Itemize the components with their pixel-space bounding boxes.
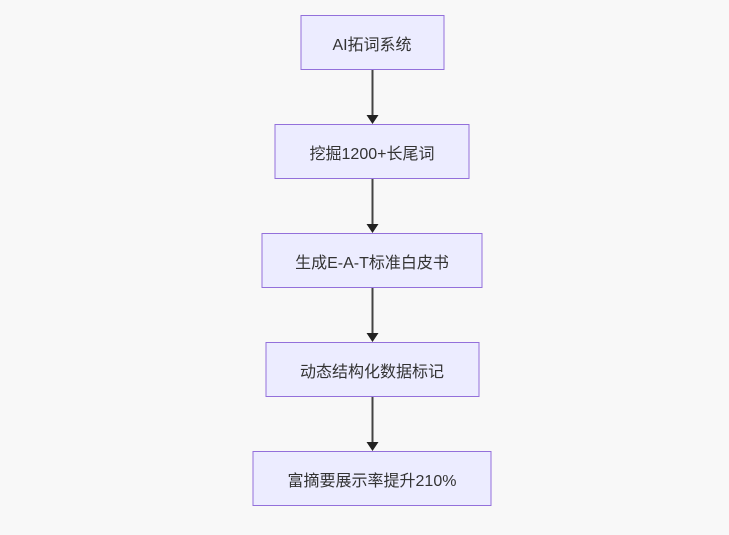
node-label: 挖掘1200+长尾词: [309, 145, 435, 163]
flowchart-node-structured-data-markup: 动态结构化数据标记: [265, 342, 479, 397]
arrow-line: [371, 397, 373, 442]
flowchart-node-rich-snippet-result: 富摘要展示率提升210%: [252, 451, 492, 506]
flowchart: AI拓词系统 挖掘1200+长尾词 生成E-A-T标准白皮书 动态结构化数据标记…: [252, 15, 492, 506]
flowchart-node-eat-whitepaper: 生成E-A-T标准白皮书: [261, 233, 483, 288]
flow-arrow-4: [366, 397, 378, 451]
arrow-line: [371, 179, 373, 224]
flowchart-node-ai-keyword-system: AI拓词系统: [300, 15, 444, 70]
arrowhead-down-icon: [366, 442, 378, 451]
flow-arrow-3: [366, 288, 378, 342]
arrowhead-down-icon: [366, 115, 378, 124]
node-label: 富摘要展示率提升210%: [287, 472, 457, 490]
node-label: 生成E-A-T标准白皮书: [295, 254, 449, 272]
flow-arrow-2: [366, 179, 378, 233]
node-label: AI拓词系统: [332, 36, 412, 54]
flowchart-node-longtail-mining: 挖掘1200+长尾词: [274, 124, 470, 179]
node-label: 动态结构化数据标记: [299, 363, 444, 381]
arrow-line: [371, 70, 373, 115]
arrowhead-down-icon: [366, 224, 378, 233]
arrow-line: [371, 288, 373, 333]
flow-arrow-1: [366, 70, 378, 124]
arrowhead-down-icon: [366, 333, 378, 342]
